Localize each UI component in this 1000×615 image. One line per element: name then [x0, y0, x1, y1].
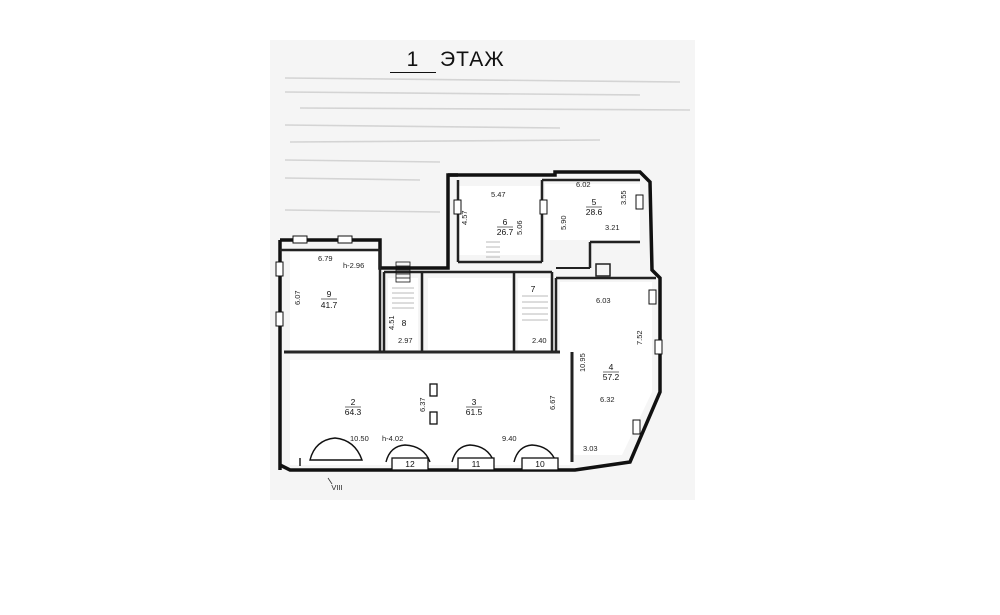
- room-9-area: 41.7: [321, 300, 338, 310]
- dim-6-37: 6.37: [418, 397, 427, 412]
- dim-3-55: 3.55: [619, 190, 628, 205]
- room-4-number: 4: [609, 362, 614, 372]
- hatching: [392, 241, 548, 321]
- dim-h-2-96: h-2.96: [343, 261, 364, 270]
- dim-4-57: 4.57: [460, 210, 469, 225]
- entrance-11-label: 11: [472, 459, 481, 469]
- windows: [275, 194, 663, 435]
- stair: [395, 261, 411, 283]
- dim-5-47: 5.47: [491, 190, 506, 199]
- dimension-labels: 6.79 h-2.96 6.07 5.47 4.57 5.06 6.02 5.9…: [293, 180, 644, 453]
- dim-h-4-02: h-4.02: [382, 434, 403, 443]
- floor-number: 1: [390, 48, 436, 73]
- dim-2-40: 2.40: [532, 336, 547, 345]
- dim-5-90: 5.90: [559, 215, 568, 230]
- room-3-area: 61.5: [466, 407, 483, 417]
- dim-7-52: 7.52: [635, 330, 644, 345]
- dim-6-07: 6.07: [293, 290, 302, 305]
- dim-3-21: 3.21: [605, 223, 620, 232]
- entrance-10-label: 10: [535, 459, 545, 469]
- room-6-number: 6: [503, 217, 508, 227]
- room-8-number: 8: [402, 318, 407, 328]
- axis-mark: VIII: [331, 483, 342, 492]
- room-5-number: 5: [592, 197, 597, 207]
- room-4-area: 57.2: [603, 372, 620, 382]
- columns: [429, 383, 438, 425]
- dim-6-32: 6.32: [600, 395, 615, 404]
- dim-10-95: 10.95: [578, 353, 587, 372]
- room-2-number: 2: [351, 397, 356, 407]
- dim-3-03: 3.03: [583, 444, 598, 453]
- dim-10-50: 10.50: [350, 434, 369, 443]
- entrance-12-label: 12: [405, 459, 415, 469]
- dim-6-79: 6.79: [318, 254, 333, 263]
- dim-6-67: 6.67: [548, 395, 557, 410]
- outer-walls: [278, 170, 662, 472]
- room-6-area: 26.7: [497, 227, 514, 237]
- inner-walls: [280, 178, 656, 462]
- room-9-number: 9: [327, 289, 332, 299]
- room-7-number: 7: [531, 284, 536, 294]
- dim-9-40: 9.40: [502, 434, 517, 443]
- room-fills: [290, 184, 652, 465]
- room-labels: 2 64.3 3 61.5 4 57.2 5 28.6 6 26.7 7 8 9…: [321, 197, 620, 417]
- dim-2-97: 2.97: [398, 336, 413, 345]
- floor-label: ЭТАЖ: [440, 48, 505, 71]
- dim-4-51: 4.51: [387, 315, 396, 330]
- room-3-number: 3: [472, 397, 477, 407]
- dim-6-03: 6.03: [596, 296, 611, 305]
- dim-6-02: 6.02: [576, 180, 591, 189]
- dim-5-06: 5.06: [515, 220, 524, 235]
- room-5-area: 28.6: [586, 207, 603, 217]
- entrance-portals: [299, 437, 557, 466]
- room-2-area: 64.3: [345, 407, 362, 417]
- entrance-boxes: [391, 457, 559, 471]
